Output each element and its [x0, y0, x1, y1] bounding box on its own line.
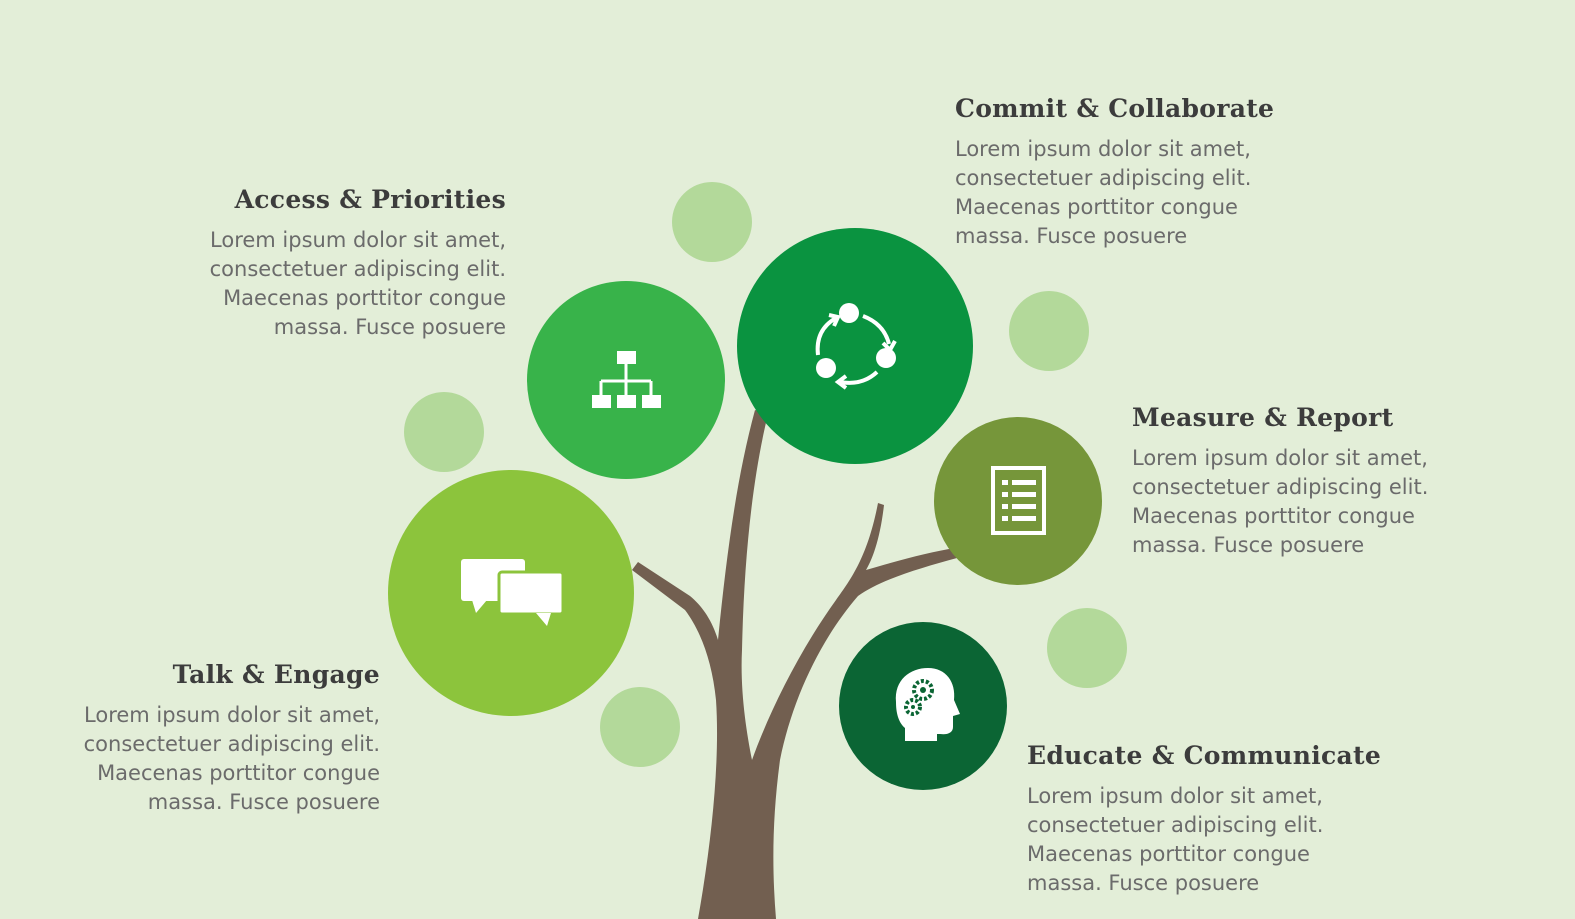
head-gears-icon: [895, 668, 960, 741]
talk-block: Talk & Engage Lorem ipsum dolor sit amet…: [4, 661, 380, 817]
chat-icon: [461, 559, 565, 626]
access-body: Lorem ipsum dolor sit amet, consectetuer…: [130, 226, 506, 342]
commit-heading: Commit & Collaborate: [955, 94, 1275, 123]
measure-heading: Measure & Report: [1132, 403, 1394, 432]
talk-line: Lorem ipsum dolor sit amet,: [84, 702, 380, 727]
commit-body: Lorem ipsum dolor sit amet, consectetuer…: [955, 135, 1355, 251]
measure-line: Maecenas porttitor congue: [1132, 503, 1415, 528]
commit-line: consectetuer adipiscing elit.: [955, 165, 1252, 190]
cycle-icon: [815, 303, 897, 390]
talk-circle: [388, 470, 634, 716]
measure-circle: [934, 417, 1102, 585]
commit-line: massa. Fusce posuere: [955, 223, 1188, 248]
talk-heading: Talk & Engage: [172, 660, 380, 689]
commit-line: Lorem ipsum dolor sit amet,: [955, 136, 1251, 161]
measure-line: Lorem ipsum dolor sit amet,: [1132, 445, 1428, 470]
educate-line: Lorem ipsum dolor sit amet,: [1027, 783, 1323, 808]
measure-block: Measure & Report Lorem ipsum dolor sit a…: [1132, 404, 1532, 560]
commit-line: Maecenas porttitor congue: [955, 194, 1238, 219]
report-icon: [991, 466, 1046, 535]
dot-2: [1009, 291, 1089, 371]
measure-line: consectetuer adipiscing elit.: [1132, 474, 1429, 499]
measure-line: massa. Fusce posuere: [1132, 532, 1365, 557]
commit-block: Commit & Collaborate Lorem ipsum dolor s…: [955, 95, 1355, 251]
dot-4: [1047, 608, 1127, 688]
access-block: Access & Priorities Lorem ipsum dolor si…: [130, 186, 506, 342]
access-circle: [527, 281, 725, 479]
access-line: consectetuer adipiscing elit.: [209, 256, 506, 281]
tree-trunk: [632, 410, 957, 919]
dot-1: [672, 182, 752, 262]
educate-body: Lorem ipsum dolor sit amet, consectetuer…: [1027, 782, 1447, 898]
educate-line: Maecenas porttitor congue: [1027, 841, 1310, 866]
dot-3: [404, 392, 484, 472]
access-heading: Access & Priorities: [234, 185, 506, 214]
talk-body: Lorem ipsum dolor sit amet, consectetuer…: [4, 701, 380, 817]
talk-line: Maecenas porttitor congue: [97, 760, 380, 785]
educate-line: consectetuer adipiscing elit.: [1027, 812, 1324, 837]
talk-line: massa. Fusce posuere: [147, 789, 380, 814]
educate-heading: Educate & Communicate: [1027, 741, 1382, 770]
commit-circle: [737, 228, 973, 464]
access-line: Maecenas porttitor congue: [223, 285, 506, 310]
educate-block: Educate & Communicate Lorem ipsum dolor …: [1027, 742, 1447, 898]
educate-line: massa. Fusce posuere: [1027, 870, 1260, 895]
measure-body: Lorem ipsum dolor sit amet, consectetuer…: [1132, 444, 1532, 560]
hierarchy-icon: [592, 351, 661, 408]
educate-circle: [839, 622, 1007, 790]
access-line: Lorem ipsum dolor sit amet,: [210, 227, 506, 252]
dot-5: [600, 687, 680, 767]
talk-line: consectetuer adipiscing elit.: [83, 731, 380, 756]
access-line: massa. Fusce posuere: [273, 314, 506, 339]
